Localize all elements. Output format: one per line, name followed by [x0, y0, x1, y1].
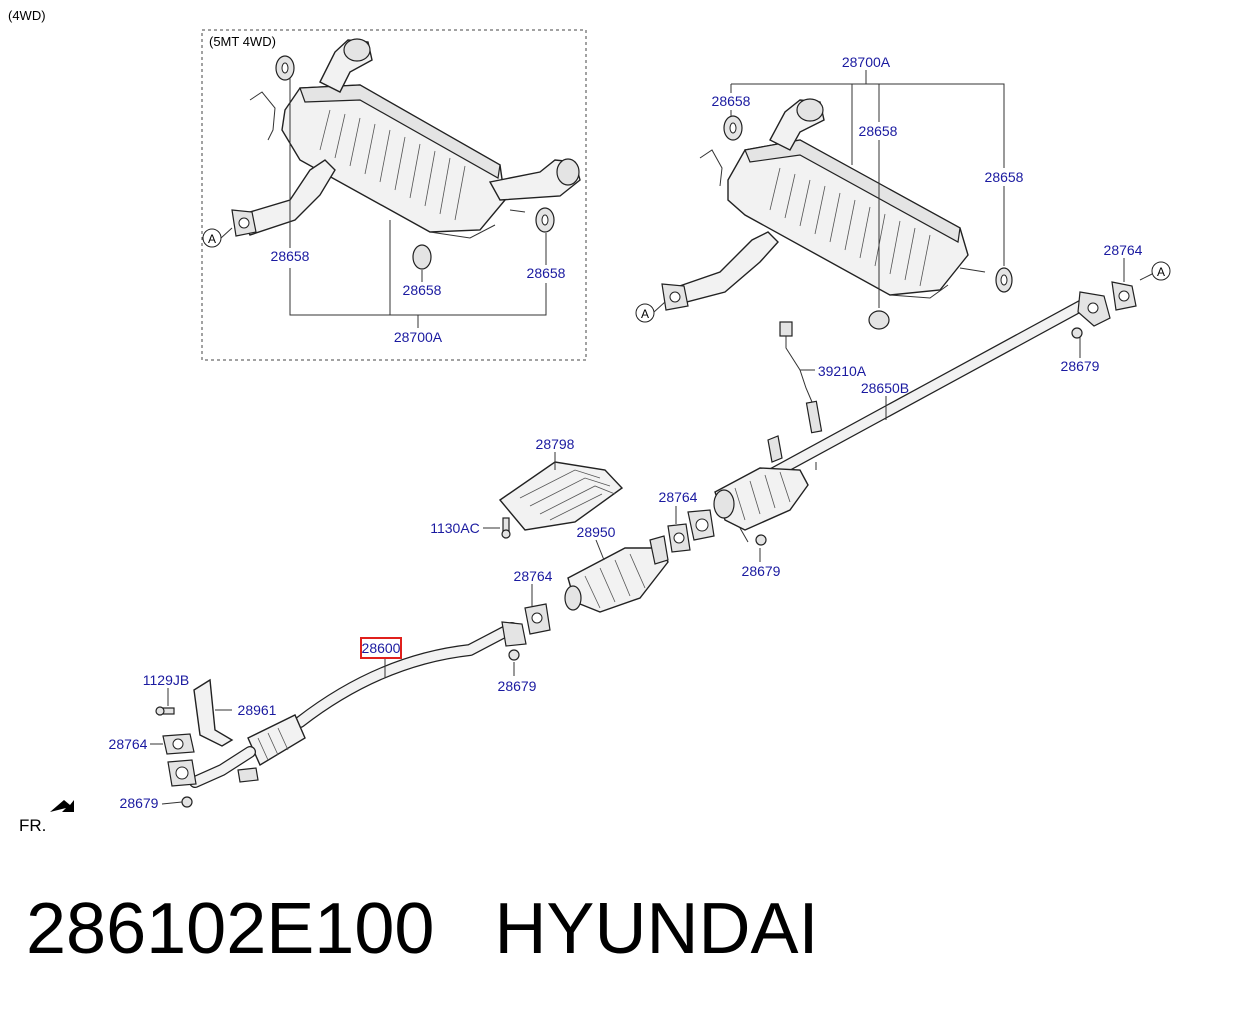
gasket-mid	[667, 523, 691, 553]
front-nut	[508, 649, 520, 661]
bracket-28961	[193, 678, 234, 747]
callout-28961: 28961	[238, 702, 277, 718]
ref-a-inset: A	[208, 232, 216, 246]
main-hanger-right	[995, 267, 1013, 293]
inset-muffler	[231, 38, 581, 239]
rear-ref-a-circle	[1151, 261, 1171, 281]
callout-28764-manifold: 28764	[109, 736, 148, 752]
catalytic-28950	[564, 535, 669, 613]
callout-inset-28658-right: 28658	[527, 265, 566, 281]
callout-28679-rear: 28679	[1061, 358, 1100, 374]
callout-inset-28658-left: 28658	[271, 248, 310, 264]
main-ref-a-circle	[635, 303, 655, 323]
callout-28798: 28798	[536, 436, 575, 452]
callout-28764-front: 28764	[514, 568, 553, 584]
callout-28764-mid: 28764	[659, 489, 698, 505]
gasket-manifold	[162, 733, 195, 755]
front-arrow-icon	[50, 800, 74, 812]
inset-title: (5MT 4WD)	[209, 34, 276, 49]
inset-ref-a-circle	[202, 228, 222, 248]
part-number: 286102E100	[26, 889, 435, 969]
callout-28600: 28600	[362, 640, 401, 656]
callout-main-28700a: 28700A	[842, 54, 891, 70]
callout-inset-28700a: 28700A	[394, 329, 443, 345]
bolt-1129jb	[155, 706, 175, 716]
rear-gasket	[1111, 281, 1137, 311]
heat-protector-28798	[498, 461, 624, 531]
bolt-1130ac	[501, 517, 511, 539]
callout-1129jb: 1129JB	[143, 672, 189, 688]
inset-hanger-center	[412, 244, 432, 270]
callout-28650b: 28650B	[861, 380, 909, 396]
footer-caption: 286102E100 HYUNDAI	[26, 888, 818, 970]
callout-28950: 28950	[577, 524, 616, 540]
gasket-front	[524, 603, 551, 635]
highlight-box	[360, 637, 402, 659]
inset-box	[201, 29, 587, 361]
center-pipe-28650b	[764, 291, 1111, 481]
variant-label: (4WD)	[8, 8, 46, 23]
callout-1130ac: 1130AC	[430, 520, 480, 536]
callout-28679-mid: 28679	[742, 563, 781, 579]
callout-main-28658-right: 28658	[985, 169, 1024, 185]
inset-hanger-top	[275, 55, 295, 81]
mid-nut	[755, 534, 767, 546]
brand-name: HYUNDAI	[494, 889, 819, 969]
oxygen-sensor-39210a	[779, 321, 823, 434]
callout-main-28658-center: 28658	[859, 123, 898, 139]
callout-28679-front: 28679	[498, 678, 537, 694]
catalytic-upper	[687, 467, 809, 543]
callout-28679-manifold: 28679	[120, 795, 159, 811]
inset-hanger-right	[535, 207, 555, 233]
callout-main-28658-left: 28658	[712, 93, 751, 109]
front-marker: FR.	[19, 816, 46, 835]
front-pipe-28600	[167, 621, 527, 788]
main-hanger-center	[868, 310, 890, 330]
main-hanger-left	[723, 115, 743, 141]
ref-a-main: A	[641, 307, 649, 321]
callout-39210a: 39210A	[818, 363, 867, 379]
rear-nut	[1071, 327, 1083, 339]
ref-a-rear: A	[1157, 265, 1165, 279]
manifold-nut	[181, 796, 193, 808]
callout-28764-rear: 28764	[1104, 242, 1143, 258]
callout-inset-28658-center: 28658	[403, 282, 442, 298]
main-muffler	[661, 98, 986, 311]
